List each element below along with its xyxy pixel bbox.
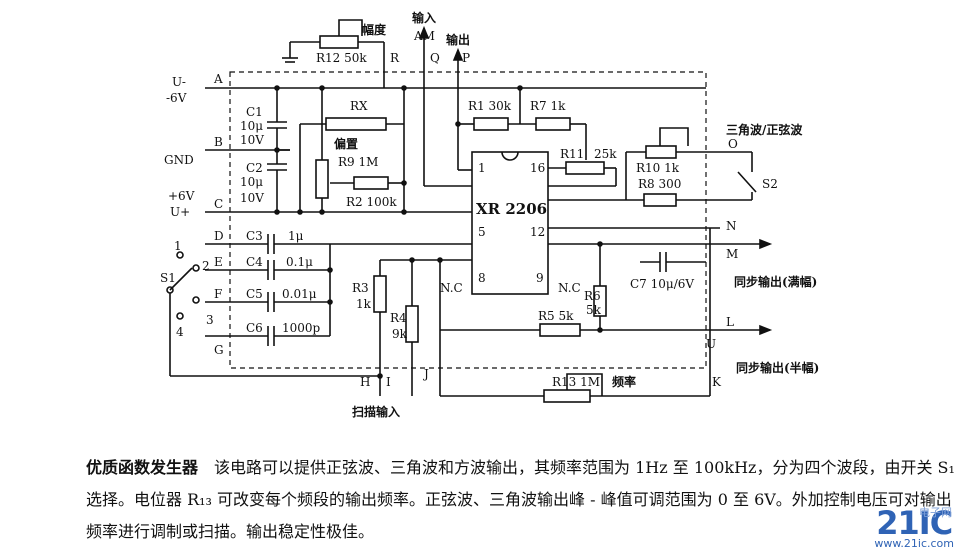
ic-nc-right: N.C	[558, 281, 581, 295]
ic-notch	[501, 151, 519, 161]
port-I: I	[386, 375, 391, 389]
c4-value: 0.1μ	[286, 255, 313, 269]
r1-label: R1 30k	[468, 99, 512, 113]
ic-name: XR 2206	[476, 200, 547, 218]
c5-name: C5	[246, 287, 263, 301]
sync-full-output-label: 同步输出(满幅)	[734, 274, 817, 289]
port-N: N	[726, 219, 737, 233]
r4-name: R4	[390, 311, 407, 325]
c5-value: 0.01μ	[282, 287, 317, 301]
c2-name: C2	[246, 161, 263, 175]
output-label: 输出	[446, 32, 470, 47]
port-E: E	[214, 255, 223, 269]
port-L: L	[726, 315, 734, 329]
r3-value: 1k	[356, 297, 372, 311]
port-K: K	[712, 375, 722, 389]
port-U: U	[706, 337, 716, 351]
r4-value: 9k	[392, 327, 408, 341]
r7-label: R7 1k	[530, 99, 566, 113]
supply-neg-label: U-	[172, 75, 186, 89]
c1-voltage: 10V	[240, 133, 264, 147]
sweep-input-label: 扫描输入	[352, 404, 400, 419]
s1-label: S1	[160, 271, 176, 285]
r11-name: R11	[560, 147, 584, 161]
c7-label: C7 10μ/6V	[630, 277, 694, 291]
ic-pin-5: 5	[478, 225, 486, 239]
r5-label: R5 5k	[538, 309, 574, 323]
tri-sine-output-label: 三角波/正弦波	[726, 122, 803, 137]
c1-value: 10μ	[240, 119, 263, 133]
c6-name: C6	[246, 321, 263, 335]
r9-label: R9 1M	[338, 155, 378, 169]
c2-value: 10μ	[240, 175, 263, 189]
s1-pos-1: 1	[174, 239, 182, 253]
input-label: 输入	[412, 10, 436, 25]
port-D: D	[214, 229, 224, 243]
r2-label: R2 100k	[346, 195, 397, 209]
supply-pos-label: U+	[170, 205, 190, 219]
frequency-label: 频率	[612, 374, 636, 389]
ic-pin-12: 12	[530, 225, 545, 239]
module-boundary	[229, 71, 707, 369]
ic-pin-16: 16	[530, 161, 545, 175]
ic-pin-1: 1	[478, 161, 486, 175]
r3-name: R3	[352, 281, 369, 295]
port-J: J	[422, 367, 429, 381]
c3-value: 1μ	[288, 229, 304, 243]
gnd-label: GND	[164, 153, 194, 167]
port-H: H	[360, 375, 370, 389]
c3-name: C3	[246, 229, 263, 243]
r12-label: R12 50k	[316, 51, 367, 65]
supply-neg-voltage: -6V	[166, 91, 187, 105]
ic-body	[471, 151, 549, 295]
s2-label: S2	[762, 177, 778, 191]
caption: 优质函数发生器该电路可以提供正弦波、三角波和方波输出，其频率范围为 1Hz 至 …	[86, 452, 962, 548]
port-P: P	[462, 51, 470, 65]
s1-pos-4: 4	[176, 325, 184, 339]
c2-voltage: 10V	[240, 191, 264, 205]
c1-name: C1	[246, 105, 263, 119]
port-A: A	[213, 72, 223, 86]
schematic: A B C D E F G H I J K L M N O P Q R U U-…	[160, 10, 819, 419]
r6-value: 5k	[586, 303, 602, 317]
ic-pin-9: 9	[536, 271, 544, 285]
port-R: R	[390, 51, 400, 65]
port-C: C	[214, 197, 223, 211]
watermark-url: www.21ic.com	[874, 537, 954, 550]
ic-nc-left: N.C	[440, 281, 463, 295]
port-B: B	[214, 135, 223, 149]
port-Q: Q	[430, 51, 440, 65]
caption-title: 优质函数发生器	[86, 458, 199, 477]
sync-half-output-label: 同步输出(半幅)	[736, 360, 819, 375]
r10-label: R10 1k	[636, 161, 680, 175]
r13-label: R13 1M	[552, 375, 600, 389]
r6-name: R6	[584, 289, 601, 303]
caption-body: 该电路可以提供正弦波、三角波和方波输出，其频率范围为 1Hz 至 100kHz，…	[86, 458, 955, 541]
c6-value: 1000p	[282, 321, 321, 335]
r11-value: 25k	[594, 147, 617, 161]
port-M: M	[726, 247, 738, 261]
watermark-cn: 电子网	[919, 506, 952, 519]
r8-label: R8 300	[638, 177, 681, 191]
c4-name: C4	[246, 255, 263, 269]
supply-pos-voltage: +6V	[168, 189, 195, 203]
watermark: 21IC 电子网 www.21ic.com	[874, 504, 954, 550]
port-G: G	[214, 343, 224, 357]
am-label: AM	[413, 29, 435, 43]
port-F: F	[214, 287, 222, 301]
s1-pos-2: 2	[202, 259, 210, 273]
bias-label: 偏置	[334, 136, 358, 151]
rx-label: RX	[350, 99, 368, 113]
ic-pin-8: 8	[478, 271, 486, 285]
port-O: O	[728, 137, 738, 151]
s1-pos-3: 3	[206, 313, 214, 327]
watermark-logo: 21IC	[876, 504, 953, 542]
amplitude-label: 幅度	[362, 22, 387, 37]
